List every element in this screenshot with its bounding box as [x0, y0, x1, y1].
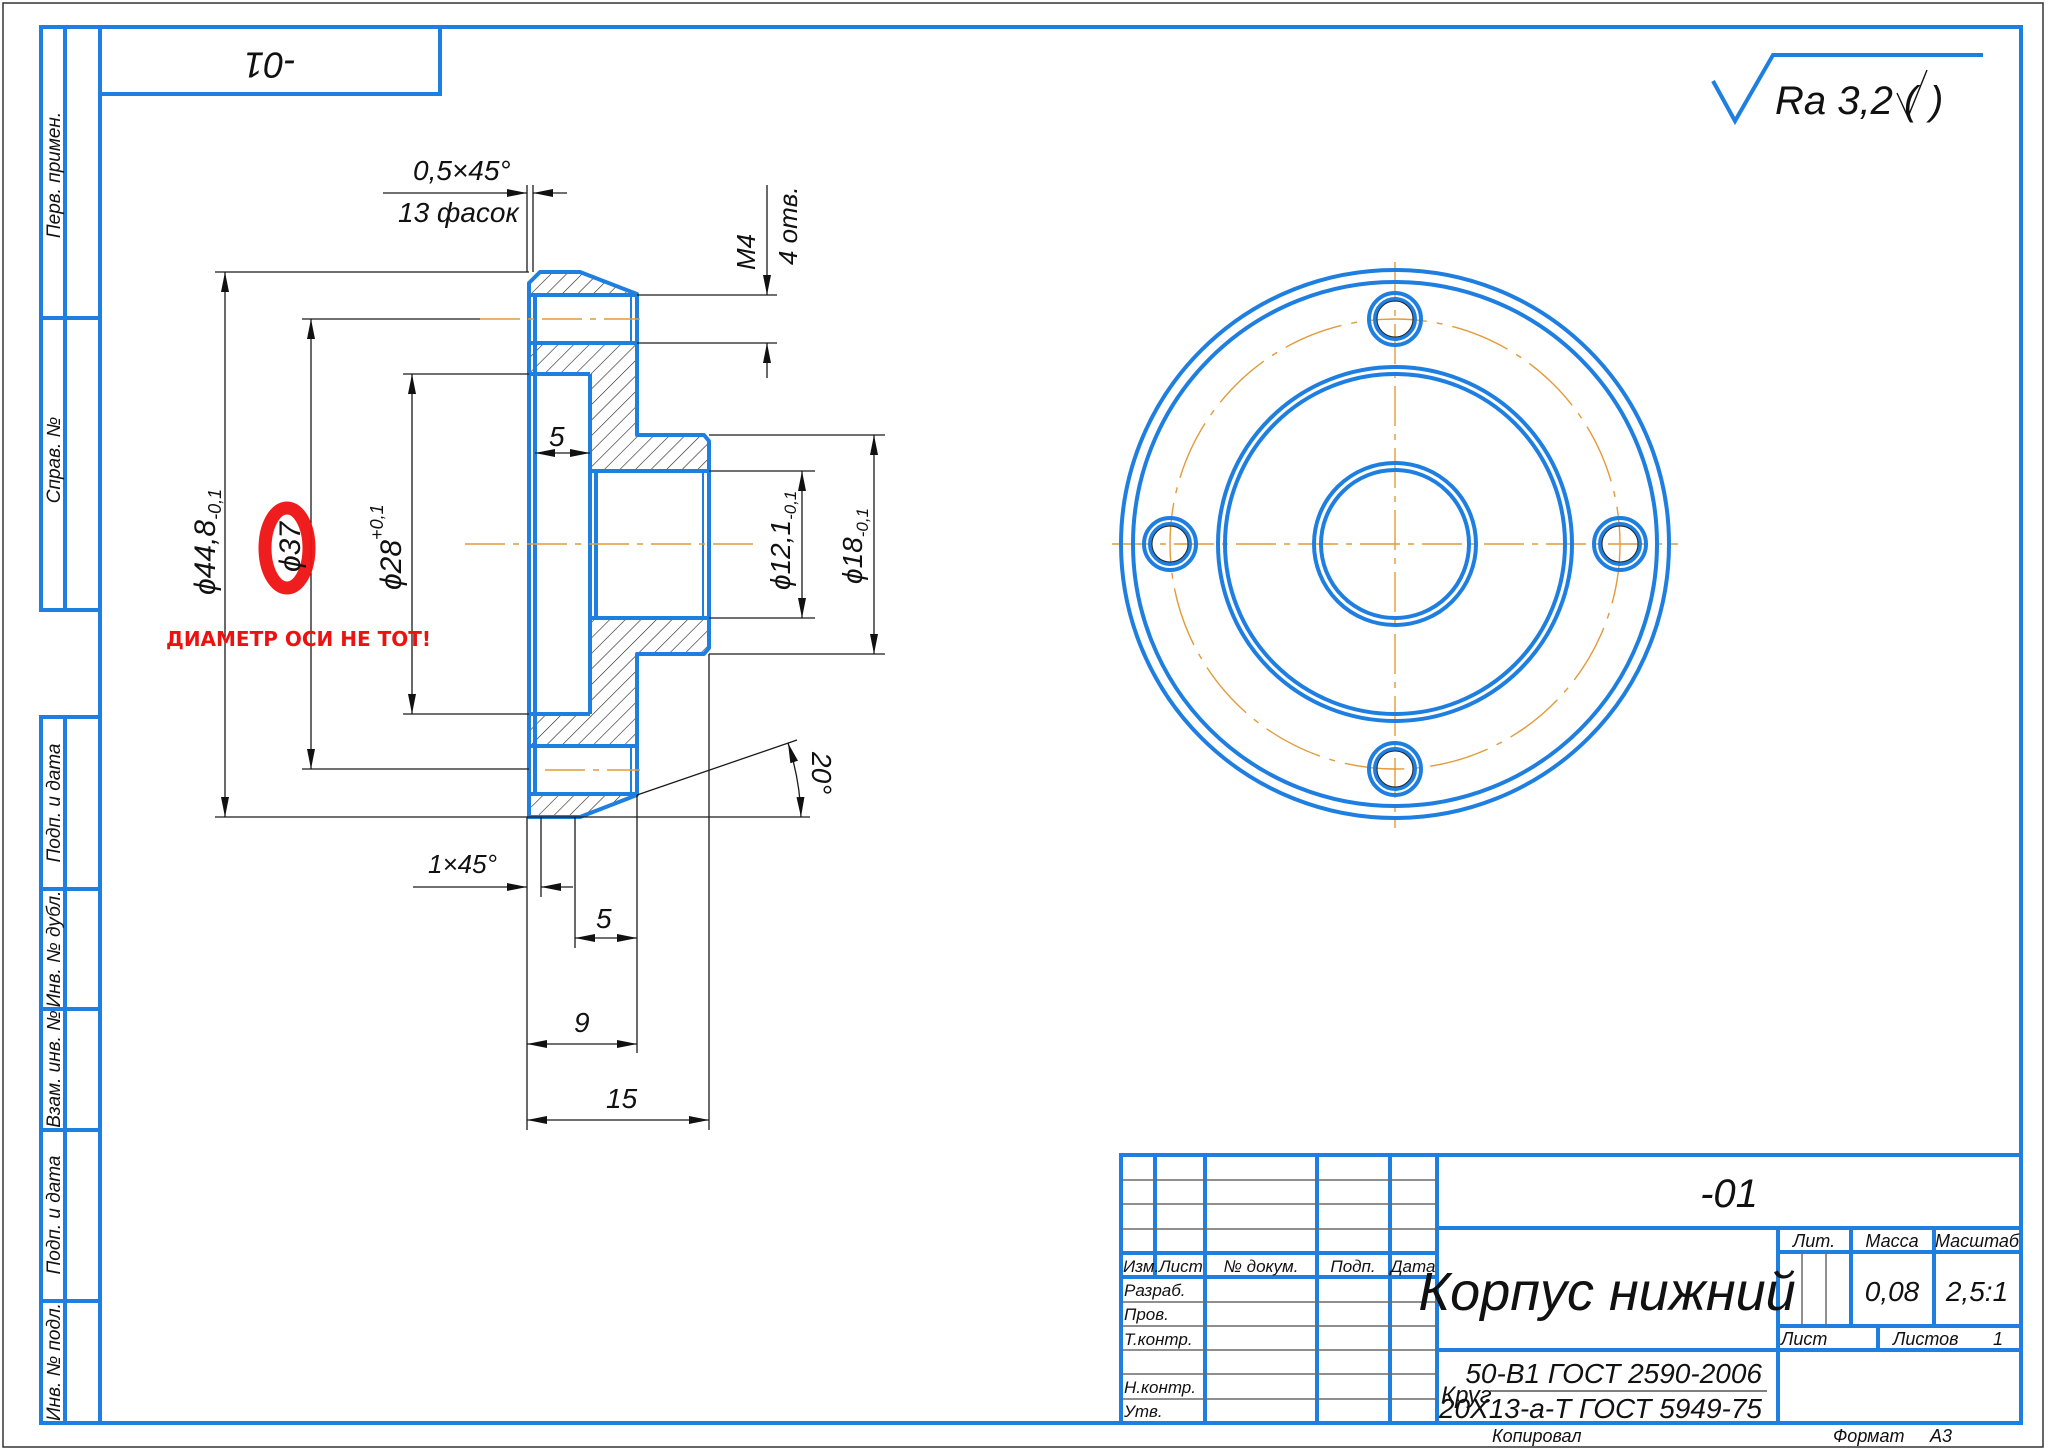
- title-block: Изм. Лист № докум. Подп. Дата Разраб. Пр…: [1119, 1153, 2023, 1425]
- material-prefix: Круг: [1441, 1382, 1492, 1409]
- part-name: Корпус нижний: [1418, 1262, 1795, 1322]
- dim-d28-value: ϕ28+0,1: [367, 504, 408, 590]
- recess-circle: [1216, 365, 1574, 723]
- side-strip: Перв. примен. Справ. № Подп. и дата Инв.…: [39, 25, 102, 1425]
- dim-overall-15: 15: [606, 1083, 638, 1114]
- side-label-inv-podl: Инв. № подл.: [44, 1303, 65, 1421]
- role-tkontr: Т.контр.: [1124, 1330, 1193, 1349]
- error-annotation: ДИАМЕТР ОСИ НЕ ТОТ!: [166, 627, 431, 651]
- roughness-label: Ra 3,2 (: [1775, 79, 1921, 123]
- material-bottom: 20Х13-а-Т ГОСТ 5949-75: [1438, 1393, 1763, 1424]
- bolt-circle: [1169, 318, 1621, 770]
- lit-label: Лит.: [1792, 1231, 1835, 1251]
- scale-label: Масштаб: [1935, 1231, 2020, 1251]
- dim-d12-tol: -0,1: [781, 491, 800, 520]
- dim-d12-symbol: ϕ: [765, 574, 796, 590]
- roughness-close: ): [1926, 79, 1943, 123]
- side-label-perv-primen: Перв. примен.: [44, 112, 65, 238]
- dim-d37-symbol: ϕ: [274, 555, 307, 572]
- sheet-label: Лист: [1780, 1329, 1827, 1349]
- footer-copied: Копировал: [1492, 1426, 1582, 1446]
- hatch-top-lug: [529, 272, 637, 295]
- section-outline: [527, 270, 711, 819]
- dim-d44-number: 44,8: [189, 520, 222, 579]
- designation: -01: [1700, 1172, 1758, 1216]
- dim-flange-9: 9: [574, 1007, 590, 1038]
- material-top: 50-В1 ГОСТ 2590-2006: [1465, 1358, 1762, 1389]
- error-highlight-circle: [258, 501, 316, 595]
- mass-label: Масса: [1865, 1231, 1918, 1251]
- sheets-value: 1: [1993, 1329, 2003, 1349]
- roughness-mini-check-icon: [1896, 69, 1928, 119]
- role-nkontr: Н.контр.: [1124, 1378, 1196, 1397]
- dim-d12-value: ϕ12,1-0,1: [765, 491, 800, 590]
- hatch-bottom-lug: [529, 794, 637, 817]
- role-razrab: Разраб.: [1124, 1281, 1186, 1300]
- hatch-body-top: [529, 343, 709, 471]
- dim-hub-5: 5: [596, 903, 612, 934]
- role-utv: Утв.: [1123, 1402, 1163, 1421]
- side-label-inv-dubl: Инв. № дубл.: [44, 891, 65, 1008]
- dim-arc-20deg: [787, 742, 805, 818]
- side-label-vzam-inv: Взам. инв. №: [44, 1010, 65, 1128]
- side-label-podp-data-1: Подп. и дата: [44, 744, 65, 863]
- dim-angle-20: 20°: [806, 751, 837, 794]
- sheets-label: Листов: [1892, 1329, 1959, 1349]
- dim-d28-tol: +0,1: [367, 504, 387, 540]
- dimensions: ϕ44,8-0,1 ϕ37 ϕ28+0,1 ϕ12,1-0,1 ϕ18-0,1 …: [189, 155, 885, 1130]
- dim-d37-number: 37: [274, 521, 307, 556]
- dim-d18-tol: -0,1: [853, 508, 872, 537]
- chamfer-top-size: 0,5×45°: [413, 155, 511, 186]
- dim-d44-value: ϕ44,8-0,1: [189, 489, 225, 595]
- header-izm: Изм.: [1123, 1257, 1159, 1276]
- dim-d28-symbol: ϕ: [375, 573, 408, 590]
- mounting-hole-bottom: [1367, 741, 1423, 797]
- dim-d18-value: ϕ18-0,1: [837, 508, 872, 584]
- role-prov: Пров.: [1124, 1305, 1169, 1324]
- header-doc-no: № докум.: [1224, 1257, 1299, 1276]
- side-label-podp-data-2: Подп. и дата: [44, 1156, 65, 1275]
- hatch-body-bottom: [529, 618, 709, 746]
- side-label-sprav-no: Справ. №: [44, 417, 65, 503]
- header-date: Дата: [1389, 1257, 1436, 1276]
- dim-d12-number: 12,1: [765, 520, 796, 575]
- mounting-hole-right: [1592, 516, 1648, 572]
- dim-m4-count: 4 отв.: [773, 186, 803, 265]
- scale-value: 2,5:1: [1945, 1276, 2008, 1307]
- mass-value: 0,08: [1865, 1276, 1920, 1307]
- header-sign: Подп.: [1330, 1257, 1375, 1276]
- outer-circle: [1119, 268, 1671, 820]
- footer-format-value: А3: [1929, 1426, 1952, 1446]
- dim-d18-number: 18: [837, 537, 868, 569]
- footer-format-label: Формат: [1833, 1426, 1904, 1446]
- dim-m4-size: М4: [731, 234, 761, 270]
- roughness-symbol: Ra 3,2 ( ): [1711, 53, 1983, 126]
- dim-d18-symbol: ϕ: [837, 568, 868, 584]
- header-list: Лист: [1158, 1257, 1203, 1276]
- top-designation-box: -01: [98, 25, 442, 96]
- dim-recess-5: 5: [549, 421, 565, 452]
- front-view: [1112, 262, 1678, 828]
- mounting-hole-left: [1142, 516, 1198, 572]
- dim-d37-value: ϕ37: [274, 521, 307, 572]
- dim-d44-tol: -0,1: [205, 489, 225, 520]
- bore-circle: [1312, 461, 1478, 627]
- chamfer-bottom-size: 1×45°: [428, 849, 497, 879]
- top-designation-rotated: -01: [244, 44, 296, 85]
- chamfer-top-count: 13 фасок: [398, 197, 520, 228]
- section-view: [465, 270, 760, 819]
- dim-d44-symbol: ϕ: [189, 578, 222, 595]
- dim-d28-number: 28: [375, 540, 408, 575]
- mounting-hole-top: [1367, 291, 1423, 347]
